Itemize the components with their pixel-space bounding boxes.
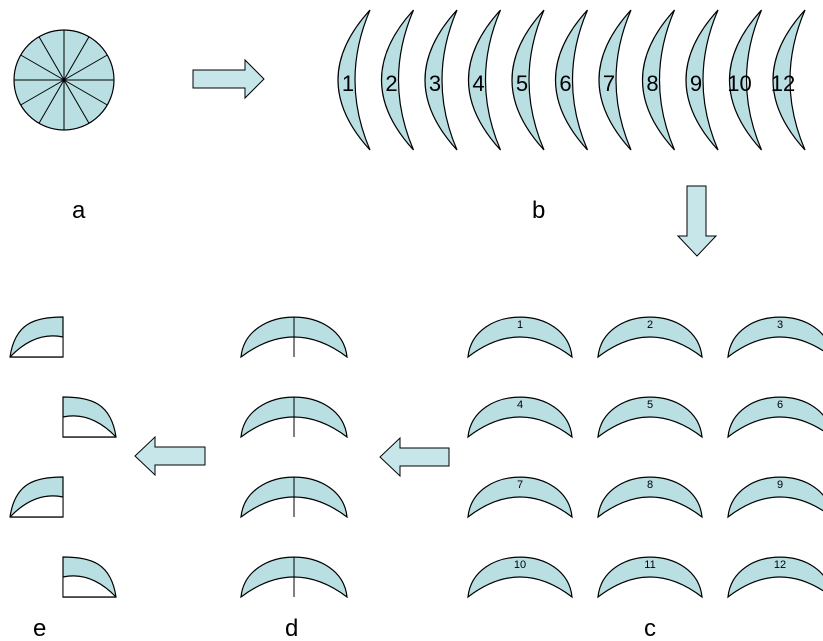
slice-number: 9 — [690, 71, 702, 96]
crescent-slice: 9 — [685, 9, 719, 151]
numbered-lens: 7 — [467, 476, 573, 519]
crescent-slice: 12 — [771, 9, 806, 151]
slice-number: 12 — [771, 71, 795, 96]
crescent-slice: 7 — [598, 9, 632, 151]
panel-label-c: c — [644, 615, 656, 641]
slice-number: 8 — [646, 71, 658, 96]
numbered-lens: 12 — [727, 556, 823, 599]
lens-number: 2 — [647, 319, 653, 331]
crescent-slice: 8 — [641, 9, 676, 151]
slice-number: 10 — [727, 71, 751, 96]
panel-label-b: b — [532, 197, 545, 224]
arrow-left-icon — [134, 435, 206, 477]
slice-number: 6 — [559, 71, 571, 96]
panel-label-a: a — [72, 197, 86, 224]
half-lens — [9, 476, 64, 518]
crescent-slice: 1 — [337, 9, 371, 151]
slice-line — [63, 79, 108, 106]
lens-number: 5 — [647, 399, 653, 411]
crescent-slice: 3 — [424, 9, 458, 151]
arrow-down-icon — [676, 185, 718, 257]
half-lens — [9, 316, 64, 358]
numbered-lens: 8 — [597, 476, 703, 519]
numbered-lens: 5 — [597, 396, 703, 439]
crescent-slice: 10 — [727, 9, 763, 151]
lens-number: 9 — [777, 479, 783, 491]
slice-number: 1 — [342, 71, 354, 96]
slice-line — [38, 79, 65, 124]
crescent-slice: 2 — [380, 9, 415, 151]
slice-line — [63, 36, 90, 81]
lens-number: 10 — [514, 559, 526, 571]
split-lens-column — [240, 316, 348, 599]
numbered-lens: 11 — [597, 556, 703, 599]
split-lens — [240, 396, 348, 439]
slice-number: 7 — [603, 71, 615, 96]
half-lens — [62, 556, 117, 598]
slice-number: 5 — [516, 71, 528, 96]
slice-number: 2 — [385, 71, 397, 96]
lens-number: 12 — [774, 559, 786, 571]
numbered-lens: 4 — [467, 396, 573, 439]
lens-number: 6 — [777, 399, 783, 411]
numbered-lens: 2 — [597, 316, 703, 359]
arrow-left-icon — [379, 436, 450, 478]
slice-line — [20, 79, 65, 106]
lens-number: 3 — [777, 319, 783, 331]
crescent-slice: 5 — [511, 9, 545, 151]
split-lens — [240, 556, 348, 599]
lens-number: 4 — [517, 399, 523, 411]
numbered-lens: 9 — [727, 476, 823, 519]
crescent-slice: 6 — [554, 9, 589, 151]
split-lens — [240, 476, 348, 519]
numbered-lens: 10 — [467, 556, 573, 599]
slice-line — [63, 54, 108, 81]
crescent-slice: 4 — [467, 9, 502, 151]
numbered-lens: 3 — [727, 316, 823, 359]
numbered-lens: 6 — [727, 396, 823, 439]
half-lens-column — [9, 316, 117, 598]
sliced-disk — [13, 29, 115, 131]
lens-number: 8 — [647, 479, 653, 491]
split-lens — [240, 316, 348, 359]
lens-number: 1 — [517, 319, 523, 331]
numbered-lens: 1 — [467, 316, 573, 359]
panel-label-d: d — [285, 615, 298, 641]
panel-label-e: e — [33, 615, 46, 641]
slice-line — [63, 79, 90, 124]
slice-line — [38, 36, 65, 81]
lens-number: 7 — [517, 479, 523, 491]
arrow-right-icon — [192, 58, 265, 100]
slice-number: 3 — [429, 71, 441, 96]
half-lens — [62, 396, 117, 438]
lens-number: 11 — [644, 559, 655, 571]
slice-line — [20, 54, 65, 81]
slice-number: 4 — [472, 71, 484, 96]
